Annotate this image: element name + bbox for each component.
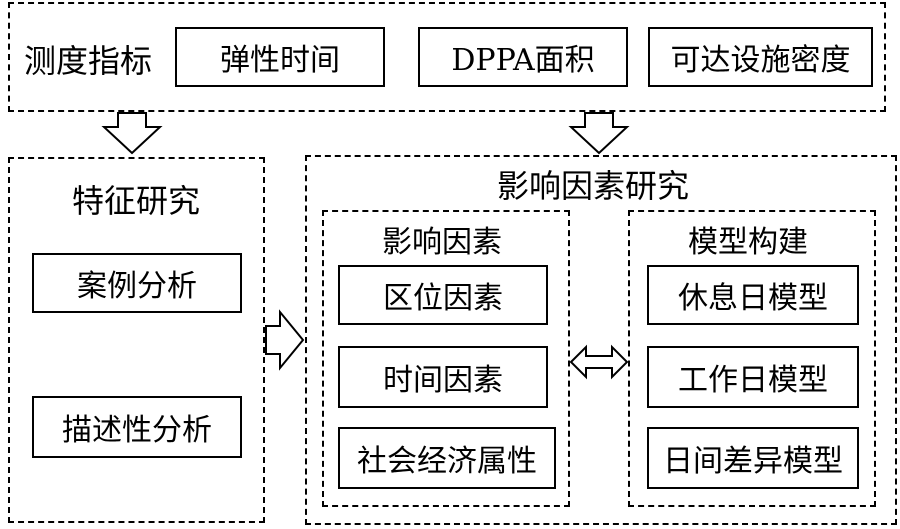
factor-socioeconomic: 社会经济属性	[338, 427, 556, 489]
feature-study-title: 特征研究	[72, 182, 201, 220]
down-arrow-icon	[101, 112, 163, 155]
model-rest-day: 休息日模型	[647, 265, 859, 325]
metric-elastic-time: 弹性时间	[175, 27, 385, 87]
metric-facility-density: 可达设施密度	[648, 27, 873, 87]
model-day-difference: 日间差异模型	[647, 427, 859, 489]
influence-study-container	[305, 155, 897, 525]
feature-descriptive-analysis: 描述性分析	[32, 396, 242, 458]
model-work-day: 工作日模型	[647, 346, 859, 408]
metrics-container	[8, 2, 886, 112]
factors-container	[322, 210, 570, 507]
feature-case-analysis: 案例分析	[32, 253, 242, 313]
models-container	[628, 210, 876, 507]
influence-study-title: 影响因素研究	[497, 167, 690, 205]
bidirectional-arrow-icon	[569, 344, 629, 380]
factor-location: 区位因素	[338, 265, 548, 325]
right-arrow-icon	[265, 309, 305, 371]
down-arrow-icon	[568, 112, 630, 155]
factor-time: 时间因素	[338, 346, 548, 408]
feature-study-container	[8, 157, 265, 523]
models-title: 模型构建	[688, 225, 808, 260]
metrics-label: 测度指标	[24, 42, 153, 80]
metric-dppa-area: DPPA面积	[418, 27, 628, 87]
factors-title: 影响因素	[382, 225, 502, 260]
